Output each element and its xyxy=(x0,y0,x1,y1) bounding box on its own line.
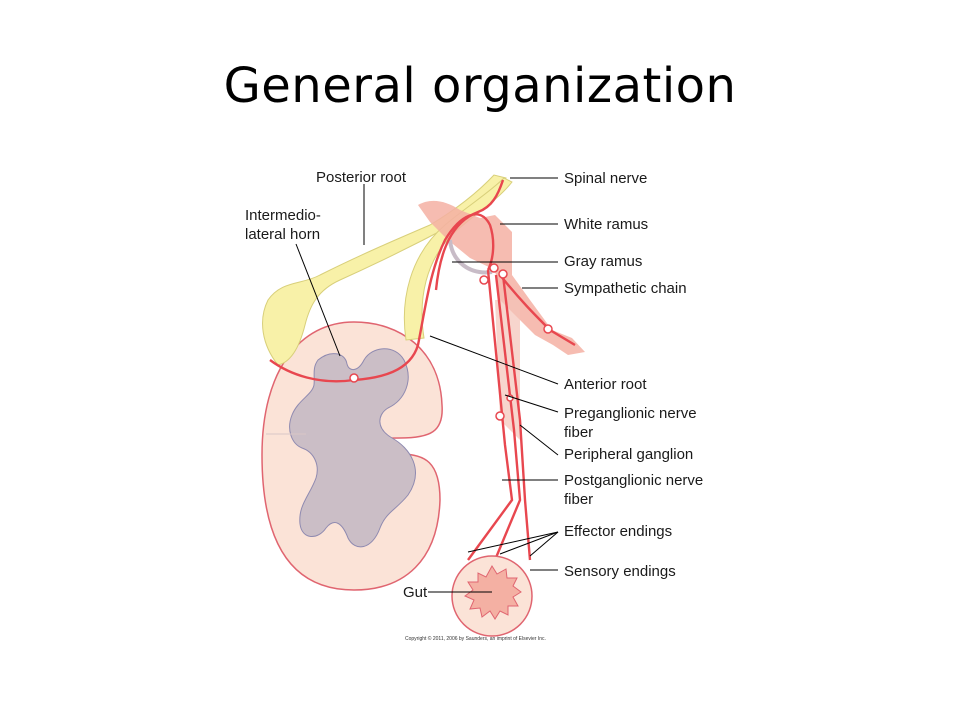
label-effector-endings: Effector endings xyxy=(564,523,672,540)
synapse-markers xyxy=(349,263,553,421)
nerve-fibers xyxy=(269,179,576,561)
label-spinal-nerve: Spinal nerve xyxy=(564,170,647,187)
spinal-cord xyxy=(261,321,443,591)
label-sympathetic-chain: Sympathetic chain xyxy=(564,280,687,297)
label-intermediolateral-1: Intermedio- xyxy=(245,207,321,224)
label-preganglionic-2: fiber xyxy=(564,424,593,441)
leader-lines xyxy=(295,177,559,593)
label-posterior-root: Posterior root xyxy=(316,169,407,186)
slide-title: General organization xyxy=(223,58,737,114)
label-intermediolateral-2: lateral horn xyxy=(245,226,320,243)
label-peripheral-ganglion: Peripheral ganglion xyxy=(564,446,693,463)
gut-cross-section xyxy=(451,555,533,637)
label-anterior-root: Anterior root xyxy=(564,376,647,393)
label-gray-ramus: Gray ramus xyxy=(564,253,642,270)
label-postganglionic-1: Postganglionic nerve xyxy=(564,472,703,489)
label-preganglionic-1: Preganglionic nerve xyxy=(564,405,697,422)
copyright-notice: Copyright © 2011, 2006 by Saunders, an i… xyxy=(405,635,546,642)
label-sensory-endings: Sensory endings xyxy=(564,563,676,580)
label-postganglionic-2: fiber xyxy=(564,491,593,508)
label-white-ramus: White ramus xyxy=(564,216,648,233)
label-gut: Gut xyxy=(403,584,428,601)
